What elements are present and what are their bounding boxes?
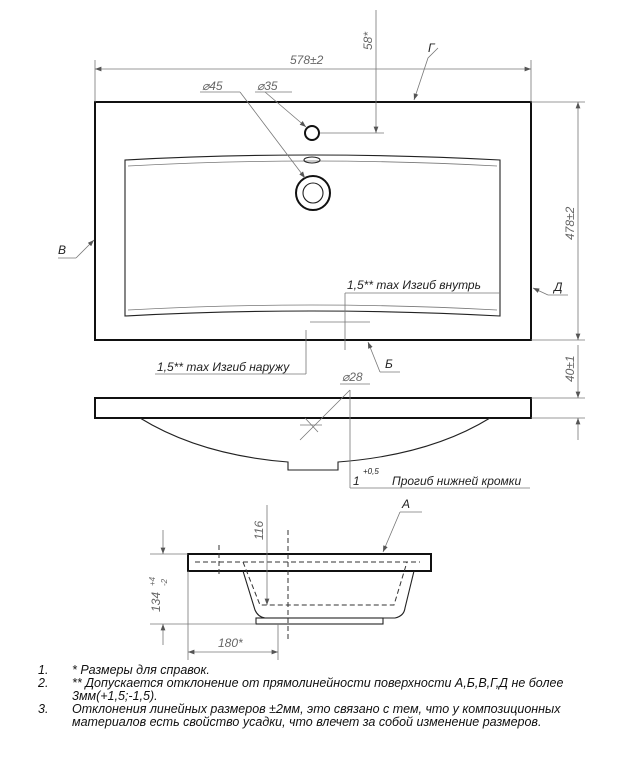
drain-diameter: ⌀45 bbox=[202, 79, 223, 93]
label-d: Д bbox=[552, 280, 563, 294]
hole-diameter: ⌀28 bbox=[342, 370, 363, 384]
tap-offset-dimension: 58* bbox=[361, 32, 375, 50]
basin-outline bbox=[124, 154, 501, 317]
label-a: А bbox=[401, 497, 410, 511]
side-view: 40±1 ⌀28 1 +0,5 Прогиб нижней кромки bbox=[94, 345, 585, 489]
thickness-dimension: 40±1 bbox=[563, 355, 577, 382]
note-item: 1.* Размеры для справок. bbox=[38, 663, 210, 677]
drain-hole bbox=[295, 175, 331, 211]
section-view: 116 134 +4 -2 180* А bbox=[148, 497, 432, 660]
height-tolerance-upper: +4 bbox=[148, 576, 157, 586]
label-b: Б bbox=[385, 357, 393, 371]
offset-dimension: 180* bbox=[218, 636, 243, 650]
countertop-side bbox=[94, 397, 532, 419]
label-v: В bbox=[58, 243, 66, 257]
height-tolerance-lower: -2 bbox=[160, 578, 169, 586]
countertop-section bbox=[187, 553, 432, 572]
bowl-side bbox=[139, 417, 491, 471]
depth-dimension: 478±2 bbox=[563, 206, 577, 240]
note-item: 2.** Допускается отклонение от прямолине… bbox=[38, 676, 564, 703]
notes-list: 1.* Размеры для справок. 2.** Допускаетс… bbox=[38, 664, 598, 729]
countertop-outline bbox=[94, 101, 532, 341]
width-dimension: 578±2 bbox=[290, 53, 324, 67]
sag-tolerance: +0,5 bbox=[363, 467, 379, 476]
note-item: 3.Отклонения линейных размеров ±2мм, это… bbox=[38, 702, 561, 729]
sag-value: 1 bbox=[353, 474, 360, 488]
top-view: 578±2 58* Г ⌀45 ⌀35 478±2 В Д 1,5** max … bbox=[58, 10, 585, 375]
label-g: Г bbox=[428, 41, 436, 55]
tap-hole bbox=[304, 125, 320, 141]
depth-116-dimension: 116 bbox=[252, 521, 266, 540]
tap-diameter: ⌀35 bbox=[257, 79, 278, 93]
sag-label: Прогиб нижней кромки bbox=[392, 474, 521, 488]
bend-outward-note: 1,5** max Изгиб наружу bbox=[157, 360, 290, 374]
bend-inward-note: 1,5** max Изгиб внутрь bbox=[347, 278, 481, 292]
height-dimension: 134 bbox=[149, 592, 163, 612]
bowl-section bbox=[242, 570, 415, 619]
